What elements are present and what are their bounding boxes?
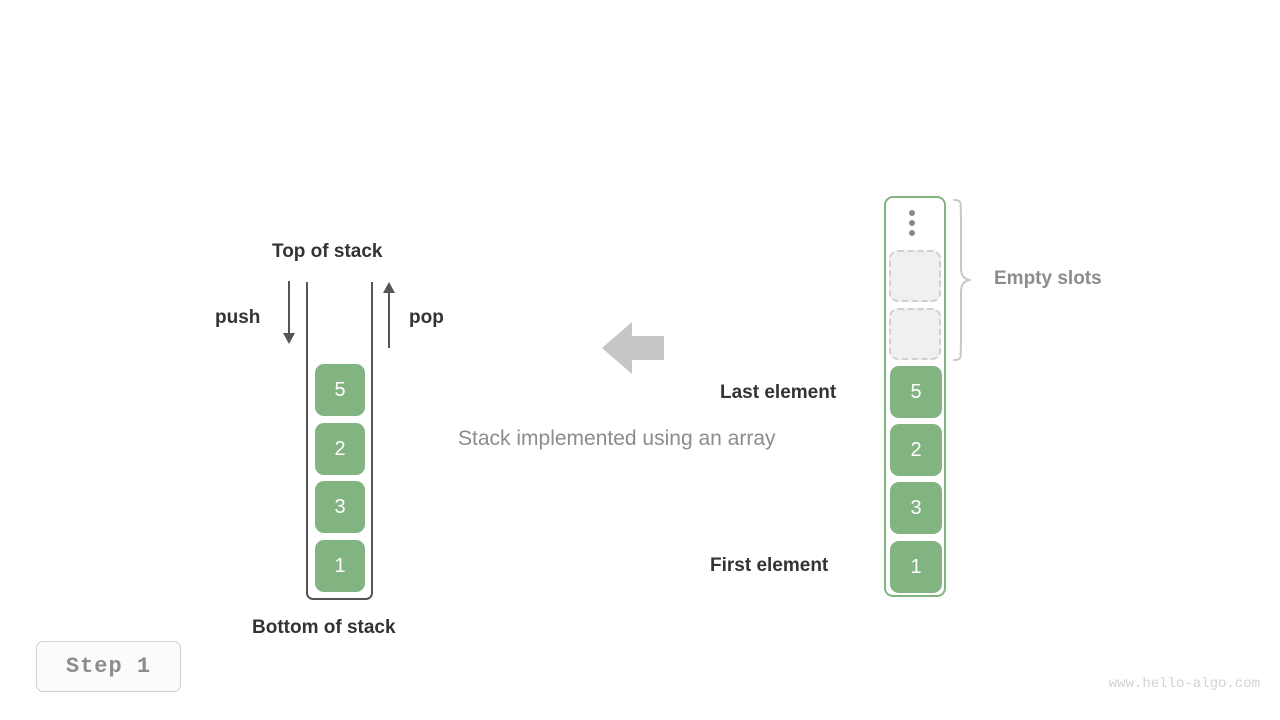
array-cell: 5 [890, 366, 942, 418]
last-element-label: Last element [720, 382, 837, 403]
array-container: 5 2 3 1 [884, 196, 946, 597]
vertical-ellipsis-icon [909, 210, 917, 240]
stack-cell: 3 [315, 481, 365, 533]
push-arrow-head-icon [283, 333, 295, 344]
first-element-label: First element [710, 555, 829, 576]
empty-slots-brace [950, 196, 976, 369]
array-cell: 3 [890, 482, 942, 534]
pop-label: pop [409, 307, 444, 328]
array-cell: 2 [890, 424, 942, 476]
array-cell: 1 [890, 541, 942, 593]
pop-arrow-head-icon [383, 282, 395, 293]
empty-slots-label: Empty slots [994, 268, 1102, 289]
stack-cell: 1 [315, 540, 365, 592]
push-arrow-shaft [288, 281, 290, 337]
pop-arrow-shaft [388, 292, 390, 348]
bottom-of-stack-label: Bottom of stack [252, 617, 396, 638]
step-badge: Step 1 [36, 641, 181, 692]
push-label: push [215, 307, 261, 328]
empty-slot [889, 250, 941, 302]
top-of-stack-label: Top of stack [272, 241, 383, 262]
stack-cell: 2 [315, 423, 365, 475]
empty-slot [889, 308, 941, 360]
diagram-caption: Stack implemented using an array [458, 427, 776, 450]
stack-container: 5 2 3 1 [306, 282, 373, 600]
left-block-arrow-icon [602, 320, 664, 381]
watermark: www.hello-algo.com [1108, 676, 1260, 692]
stack-cell: 5 [315, 364, 365, 416]
